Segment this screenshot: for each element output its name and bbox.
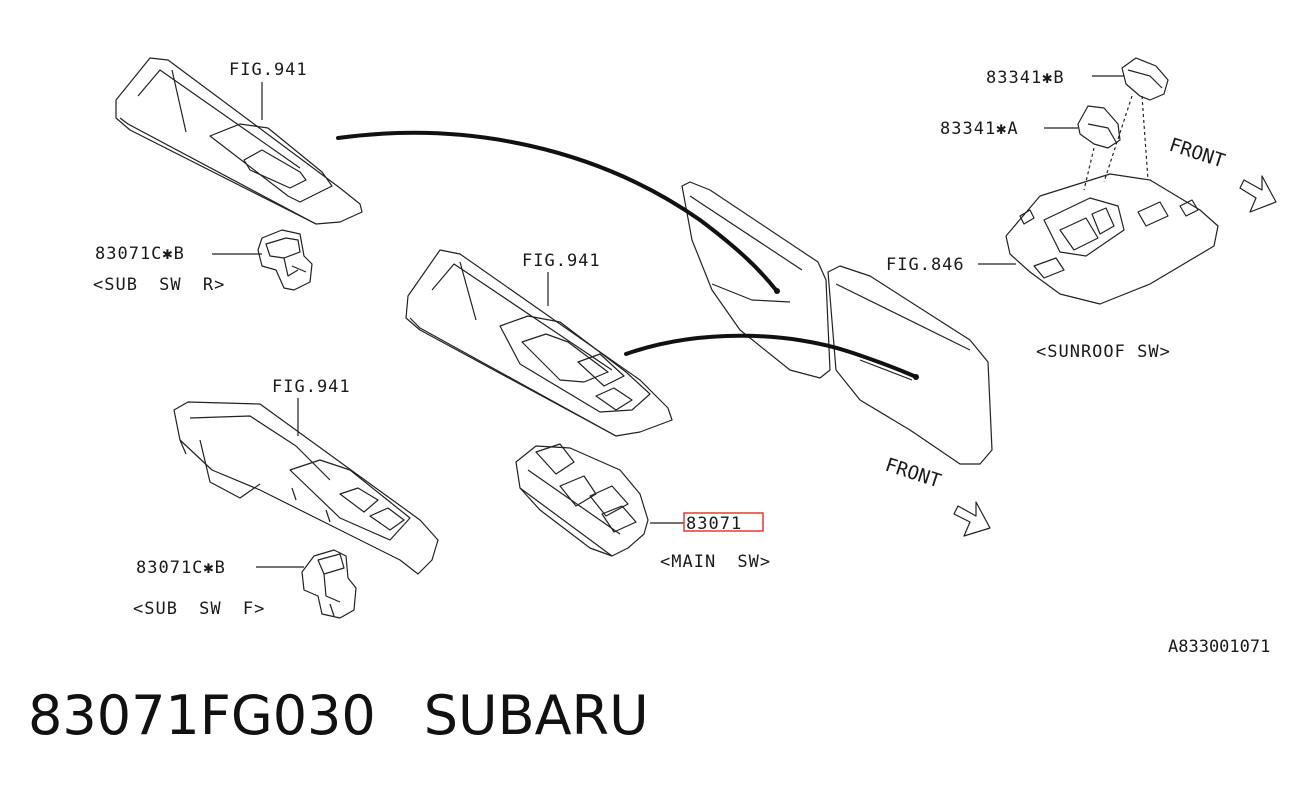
label-sub-sw-r: <SUB SW R> bbox=[93, 275, 225, 295]
footer-caption: 83071FG030 SUBARU bbox=[28, 684, 649, 747]
harness-front bbox=[624, 333, 916, 378]
highlight-box-83071 bbox=[683, 512, 764, 532]
dashline-knob-b bbox=[1103, 95, 1133, 183]
label-fig846[interactable]: FIG.846 bbox=[886, 255, 965, 275]
dashline-knob-b2 bbox=[1141, 95, 1149, 181]
label-part-83341b[interactable]: 83341✱B bbox=[986, 68, 1065, 88]
armrest-panel-front bbox=[173, 401, 439, 575]
label-part-83071[interactable]: 83071 bbox=[686, 514, 742, 534]
label-main-sw: <MAIN SW> bbox=[660, 552, 771, 572]
armrest-panel-driver bbox=[405, 249, 673, 437]
label-front-center: FRONT bbox=[882, 454, 943, 493]
door-panel-rear bbox=[681, 181, 831, 379]
sunroof-knob-a bbox=[1077, 105, 1121, 149]
label-sub-sw-f: <SUB SW F> bbox=[133, 599, 265, 619]
diagram-reference-number: A833001071 bbox=[1168, 637, 1270, 657]
main-switch bbox=[515, 443, 649, 557]
front-arrow-center bbox=[953, 501, 991, 537]
sunroof-switch bbox=[1005, 173, 1219, 305]
dashline-knob-a bbox=[1083, 147, 1095, 191]
label-part-83341a[interactable]: 83341✱A bbox=[940, 119, 1019, 139]
label-fig941-top[interactable]: FIG.941 bbox=[229, 60, 308, 80]
label-front-right: FRONT bbox=[1166, 134, 1227, 173]
label-part-83071c-f[interactable]: 83071C✱B bbox=[136, 558, 226, 578]
sunroof-knob-b bbox=[1121, 57, 1169, 101]
sub-switch-r bbox=[257, 229, 313, 291]
harness-connector-front bbox=[913, 374, 919, 380]
label-fig941-mid[interactable]: FIG.941 bbox=[522, 251, 601, 271]
door-panel-front bbox=[827, 265, 993, 465]
harness-rear bbox=[336, 130, 778, 292]
label-fig941-low[interactable]: FIG.941 bbox=[272, 377, 351, 397]
footer-part-number: 83071FG030 bbox=[28, 684, 376, 747]
label-sunroof-sw: <SUNROOF SW> bbox=[1036, 342, 1171, 362]
harness-connector-rear bbox=[774, 288, 780, 294]
front-arrow-right bbox=[1239, 175, 1277, 213]
label-part-83071c-r[interactable]: 83071C✱B bbox=[95, 244, 185, 264]
sub-switch-f bbox=[301, 549, 357, 619]
footer-brand: SUBARU bbox=[423, 684, 649, 747]
armrest-panel-rear-right bbox=[115, 57, 363, 225]
